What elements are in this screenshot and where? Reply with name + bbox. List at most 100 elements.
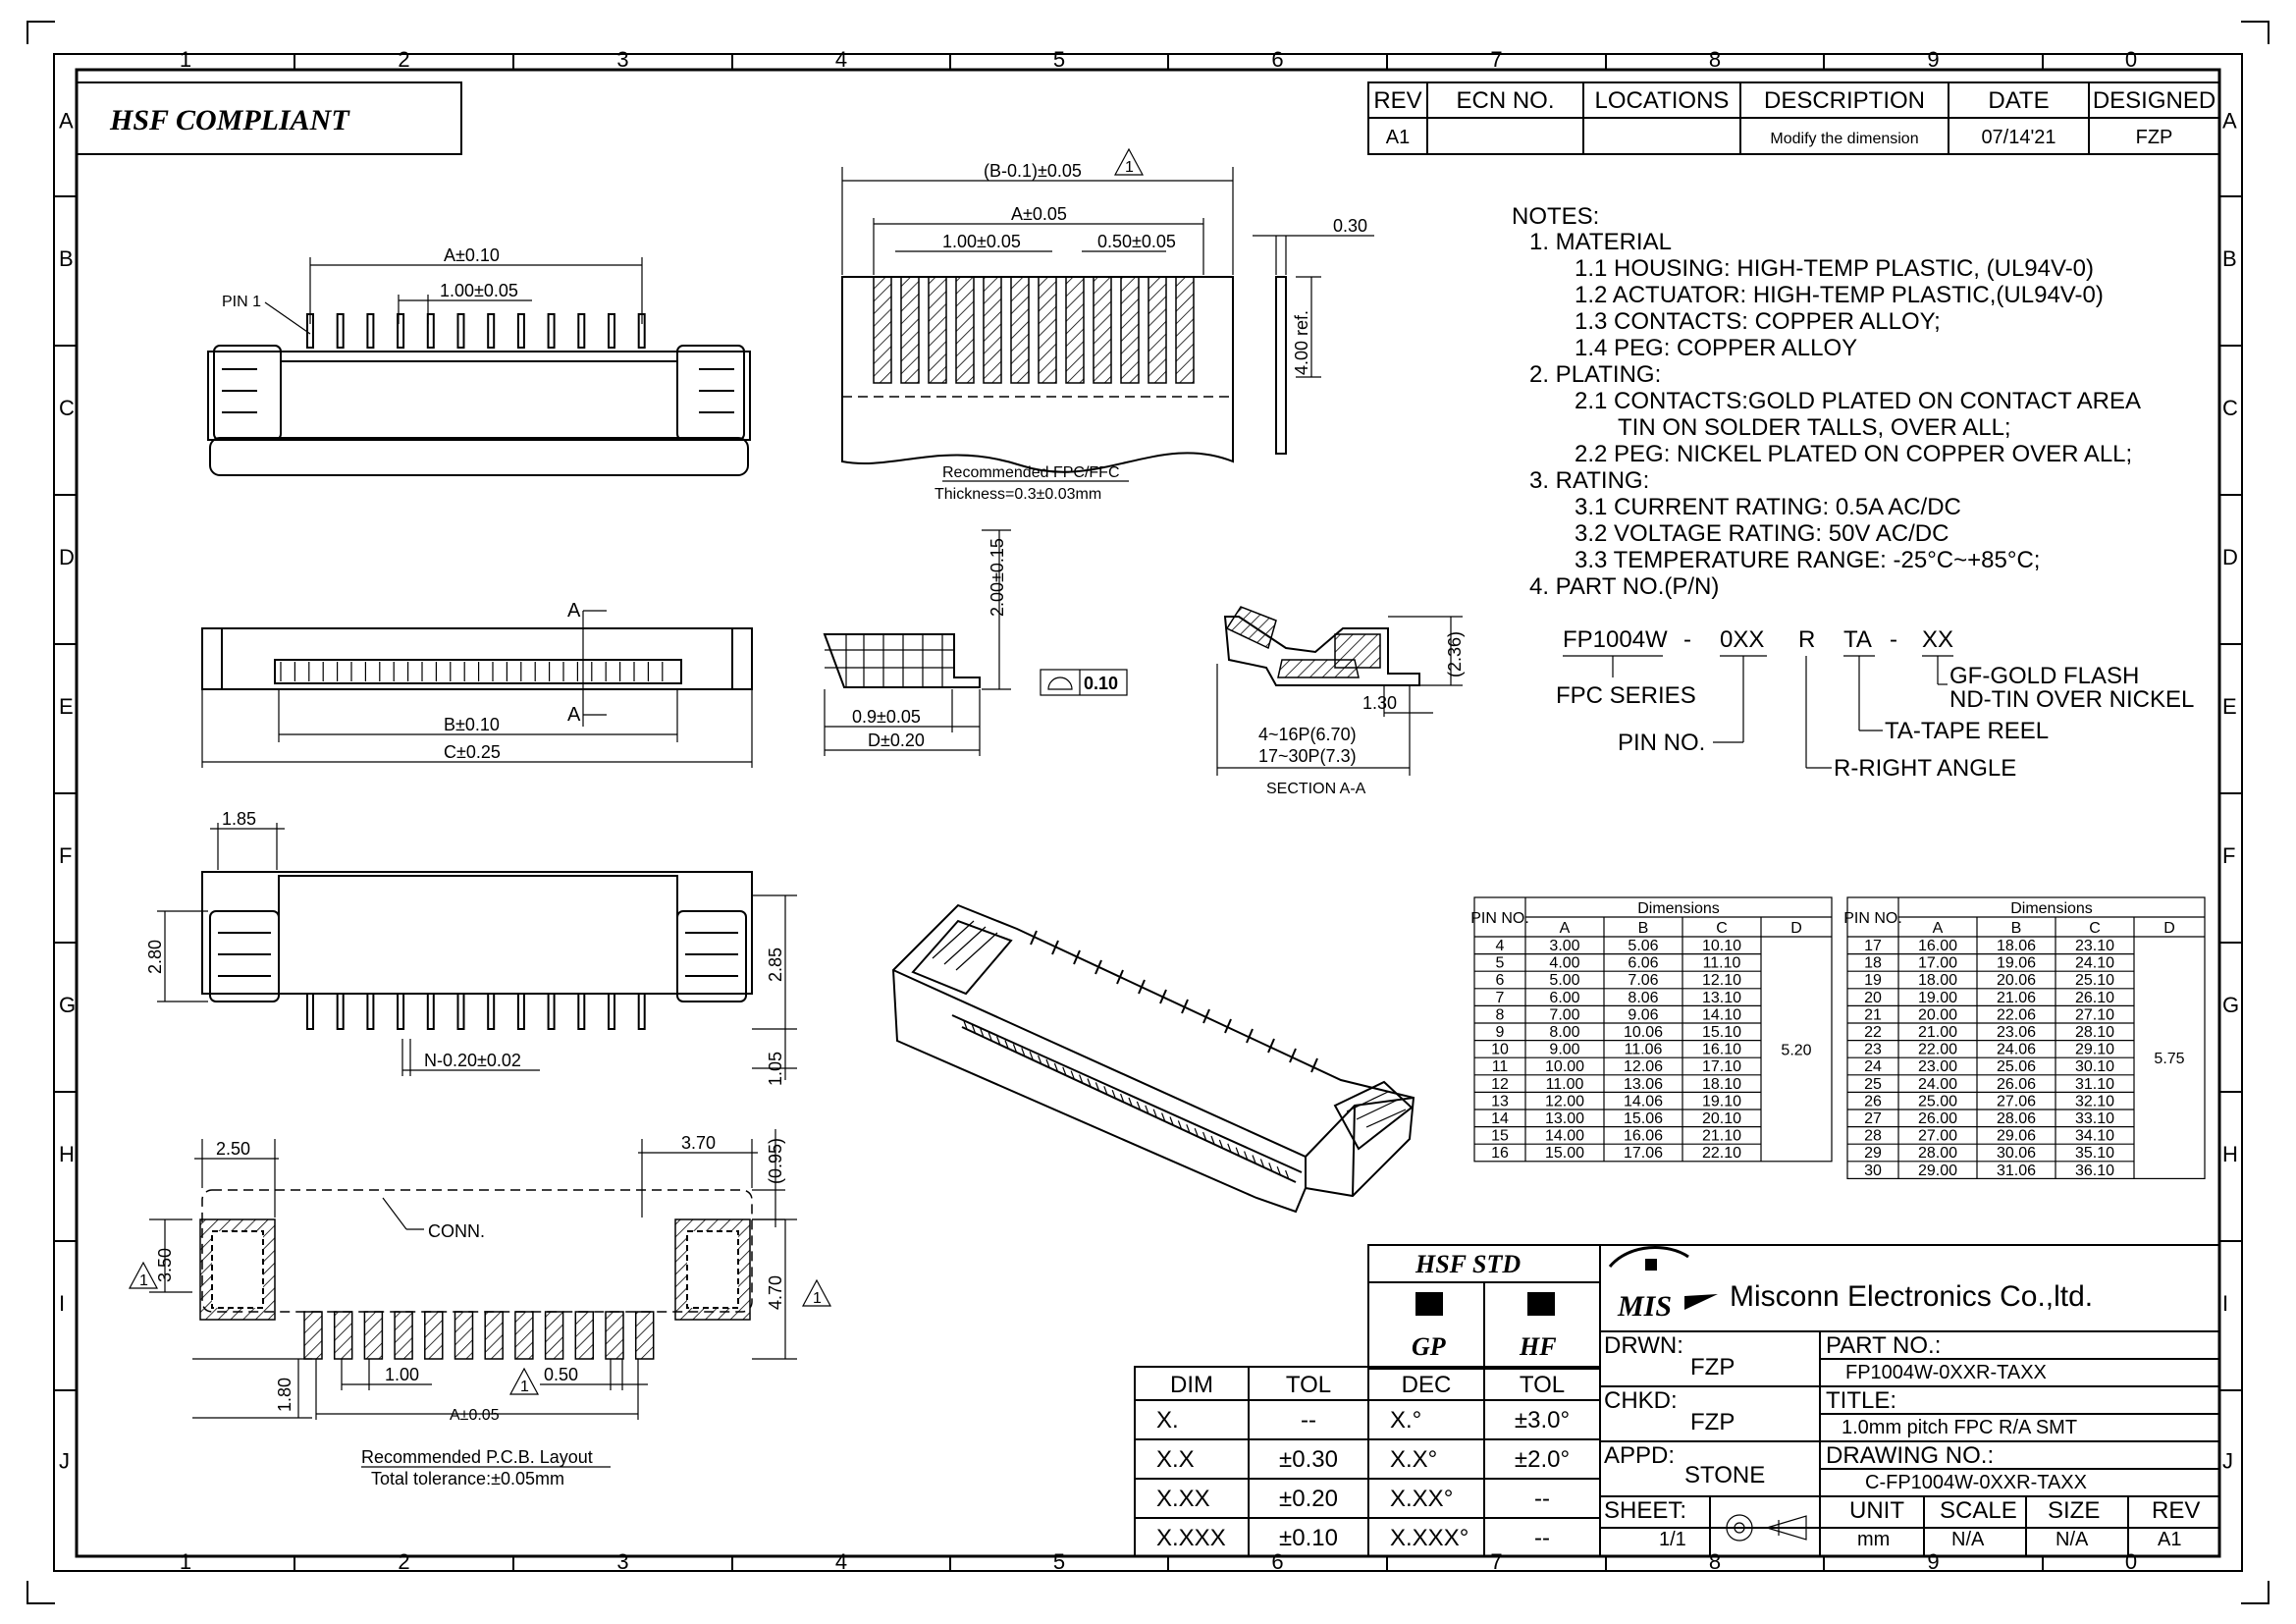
pin-table-right-cell: 26.00 xyxy=(1918,1110,1957,1127)
top-pin xyxy=(547,993,556,1030)
sheet-value: 1/1 xyxy=(1659,1529,1686,1550)
sheet-label: SHEET: xyxy=(1604,1497,1686,1524)
notes-line-7: TIN ON SOLDER TALLS, OVER ALL; xyxy=(1618,414,2011,441)
pin-table-left-col-0: A xyxy=(1560,920,1571,937)
dim-2-80: 2.80 xyxy=(145,940,165,974)
pin-table-left-h-dims: Dimensions xyxy=(1637,900,1720,917)
chkd-label: CHKD: xyxy=(1604,1387,1678,1414)
dim-4-16p: 4~16P(6.70) xyxy=(1258,725,1357,744)
hsf-std-block: HSF STD GP HF xyxy=(1367,1244,1601,1370)
pin-table-right-cell: 23 xyxy=(1864,1042,1882,1058)
pin-table-left-cell: 13.00 xyxy=(1545,1110,1584,1127)
pin-table-left-cell: 5 xyxy=(1496,955,1505,972)
notes-line-0: 1. MATERIAL xyxy=(1529,229,1672,255)
top-pin xyxy=(637,993,646,1030)
section-aa-title: SECTION A-A xyxy=(1266,781,1366,797)
zone-row-right-2: C xyxy=(2222,396,2238,420)
pin-table-left-cell: 3.00 xyxy=(1549,938,1579,954)
pin-table-right-col-0: A xyxy=(1933,920,1944,937)
pcb-pad xyxy=(424,1311,444,1360)
company-name: Misconn Electronics Co.,ltd. xyxy=(1730,1280,2093,1313)
conn-label: CONN. xyxy=(428,1221,485,1241)
dim-b-010: B±0.10 xyxy=(444,715,500,734)
dim-1-00-fpc: 1.00±0.05 xyxy=(942,232,1021,251)
zone-row-right-5: F xyxy=(2222,843,2235,868)
tol-cell-1-2: X.X° xyxy=(1390,1446,1437,1473)
pin-table-right-cell: 28.00 xyxy=(1918,1145,1957,1162)
tol-header-2: DEC xyxy=(1402,1372,1452,1398)
dim-1-30: 1.30 xyxy=(1362,693,1397,713)
pin-table-right-col-1: B xyxy=(2011,920,2022,937)
pin-table-left-cell: 9 xyxy=(1496,1024,1505,1041)
dim-a-005-pcb: A±0.05 xyxy=(450,1407,500,1424)
zone-row-right-1: B xyxy=(2222,246,2237,271)
pin-table-right-cell: 16.00 xyxy=(1918,938,1957,954)
view-front-section: A A B±0.10 C±0.25 xyxy=(201,600,753,768)
pcb-pad xyxy=(484,1311,504,1360)
pin-table-left-cell: 13 xyxy=(1491,1093,1509,1110)
pn-dash1: - xyxy=(1683,626,1691,653)
zone-col-bottom-1: 2 xyxy=(398,1549,409,1574)
pin-table-right-cell: 20 xyxy=(1864,990,1882,1006)
pin-table-left-cell: 10.00 xyxy=(1545,1058,1584,1075)
part-number-breakdown: FP1004W - 0XX R TA - XX FPC SERIES PIN N… xyxy=(1556,626,2194,782)
drawing-value: C-FP1004W-0XXR-TAXX xyxy=(1865,1472,2087,1493)
pin-table-left-cell: 8.06 xyxy=(1628,990,1658,1006)
size-label: SIZE xyxy=(2048,1497,2100,1524)
pin-table-left-cell: 7 xyxy=(1496,990,1505,1006)
pin-table-right-cell: 29.10 xyxy=(2075,1042,2114,1058)
tol-cell-3-0: X.XXX xyxy=(1156,1525,1226,1551)
top-pin xyxy=(487,993,496,1030)
dim-2-50: 2.50 xyxy=(216,1139,250,1159)
notes-line-8: 2.2 PEG: NICKEL PLATED ON COPPER OVER AL… xyxy=(1575,441,2132,467)
pcb-pad xyxy=(605,1311,624,1360)
pin-table-left-cell: 9.00 xyxy=(1549,1042,1579,1058)
dim-d-020: D±0.20 xyxy=(868,731,925,750)
pin-table-right-cell: 23.06 xyxy=(1997,1024,2036,1041)
pin-table-right-cell: 19.06 xyxy=(1997,955,2036,972)
pcb-pad xyxy=(634,1311,655,1360)
tri-1-b: 1 xyxy=(139,1272,148,1289)
pin-table-right-cell: 22.00 xyxy=(1918,1042,1957,1058)
fpc-finger xyxy=(1093,276,1112,384)
dim-4-00-ref: 4.00 ref. xyxy=(1292,310,1311,375)
pn-xx: XX xyxy=(1922,626,1953,653)
pin-table-right-cell: 32.10 xyxy=(2075,1093,2114,1110)
pin-table-right-cell: 26.10 xyxy=(2075,990,2114,1006)
scale-value: N/A xyxy=(1951,1529,1985,1550)
zone-col-top-6: 7 xyxy=(1490,47,1502,72)
zone-row-right-4: E xyxy=(2222,694,2237,719)
pin-table-left-cell: 19.10 xyxy=(1702,1093,1741,1110)
pin-table-right-cell: 28.06 xyxy=(1997,1110,2036,1127)
pin-table-left-cell: 15.06 xyxy=(1624,1110,1663,1127)
notes-line-5: 2. PLATING: xyxy=(1529,361,1661,388)
top-pin xyxy=(336,993,345,1030)
pin-table-right-cell: 22.06 xyxy=(1997,1006,2036,1023)
fpc-finger xyxy=(873,276,892,384)
pin-1-label: PIN 1 xyxy=(222,294,261,310)
tol-cell-2-1: ±0.20 xyxy=(1279,1486,1338,1512)
notes-line-11: 3.2 VOLTAGE RATING: 50V AC/DC xyxy=(1575,520,1949,547)
pin-table-right-cell: 36.10 xyxy=(2075,1163,2114,1179)
rev-label: REV xyxy=(2152,1497,2200,1524)
pn-0xx: 0XX xyxy=(1720,626,1764,653)
notes-line-9: 3. RATING: xyxy=(1529,467,1649,494)
rec-fpc-title: Recommended FPC/FFC xyxy=(942,464,1120,481)
fpc-finger xyxy=(955,276,975,384)
zone-row-left-2: C xyxy=(59,396,75,420)
rev-cell-0: A1 xyxy=(1386,127,1410,148)
zone-row-right-6: G xyxy=(2222,993,2239,1017)
dim-0-95: (0.95) xyxy=(766,1138,785,1184)
pin-table-right-cell: 18 xyxy=(1864,955,1882,972)
pin-table-left-cell: 14 xyxy=(1491,1110,1509,1127)
pcb-pad xyxy=(303,1311,323,1360)
pin-table-right-cell: 24.10 xyxy=(2075,955,2114,972)
front-pin xyxy=(608,313,615,349)
zone-row-right-8: I xyxy=(2222,1291,2228,1316)
pin-table-left-cell: 7.00 xyxy=(1549,1006,1579,1023)
zone-row-left-6: G xyxy=(59,993,76,1017)
pin-table-left-cell: 6 xyxy=(1496,972,1505,989)
dim-1-00-pitch: 1.00±0.05 xyxy=(440,281,518,300)
dim-b-minus: (B-0.1)±0.05 xyxy=(984,161,1082,181)
